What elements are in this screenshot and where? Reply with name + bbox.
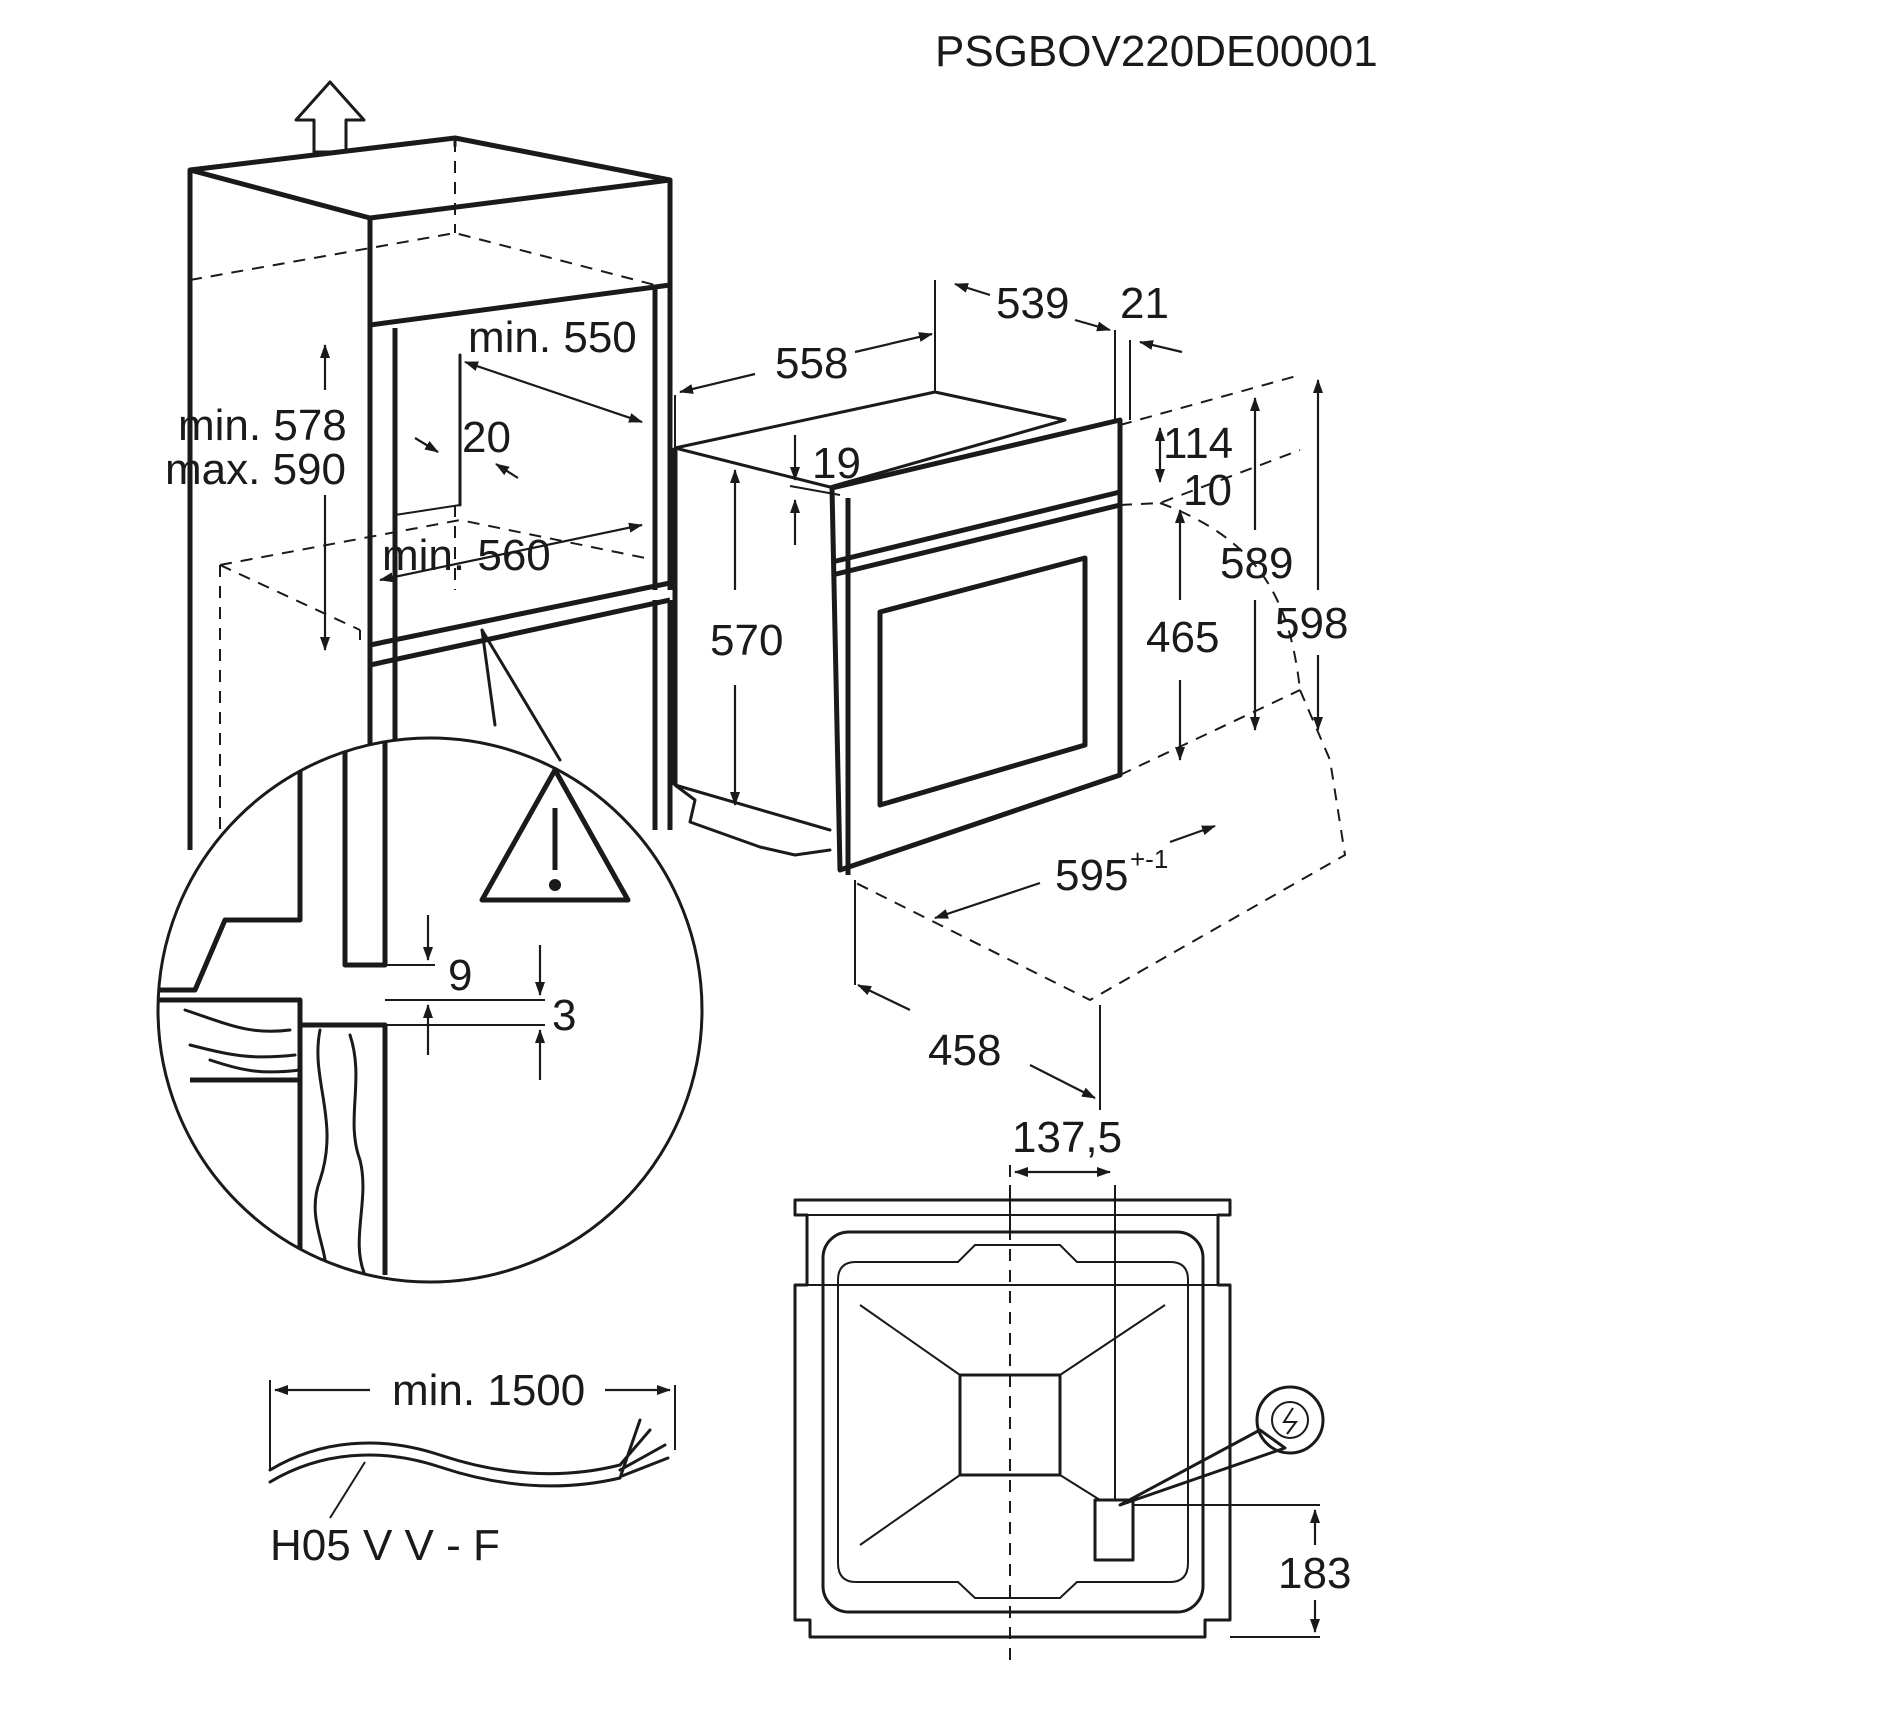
- oven-door-height-label: 465: [1146, 613, 1219, 662]
- oven-width-tolerance-label: +-1: [1130, 844, 1168, 874]
- cabinet-depth-label: min. 550: [468, 313, 637, 362]
- cable-icon: [268, 1441, 622, 1476]
- oven-total-height-label: 598: [1275, 599, 1348, 648]
- cabinet-height-min-label: min. 578: [178, 401, 347, 450]
- electric-hazard-icon: [1255, 1385, 1325, 1455]
- detail-circle: 9 3: [156, 736, 704, 1284]
- cabinet-width-label: min. 560: [382, 531, 551, 580]
- oven-top-gap-label: 19: [812, 439, 861, 488]
- oven-width-label: 595: [1055, 851, 1128, 900]
- cable-length-label: min. 1500: [392, 1366, 585, 1415]
- electrical-connection-box: [1093, 1498, 1135, 1562]
- oven-side-depth-label: 458: [928, 1026, 1001, 1075]
- warning-triangle-icon: [479, 767, 631, 903]
- lift-up-arrow-icon: [294, 80, 366, 154]
- oven-panel-label: 114: [1163, 419, 1233, 468]
- rear-height-label: 183: [1278, 1549, 1351, 1598]
- cable-type-label: H05 V V - F: [270, 1521, 500, 1570]
- detail-step-label: 9: [448, 951, 472, 1000]
- oven-panel-gap-label: 10: [1183, 466, 1232, 515]
- rear-view-drawing: 137,5 183: [793, 1113, 1351, 1660]
- model-code: PSGBOV220DE00001: [935, 27, 1378, 76]
- oven-front-thickness-label: 21: [1120, 279, 1169, 328]
- oven-body-depth-label: 539: [996, 279, 1069, 328]
- cabinet-height-max-label: max. 590: [165, 445, 346, 494]
- oven-front-height-label: 589: [1220, 539, 1293, 588]
- detail-gap-label: 3: [552, 991, 576, 1040]
- cable-drawing: min. 1500 H05 V V - F: [268, 1366, 676, 1570]
- cabinet-drawing: min. 550 min. 578 max. 590 20 min. 560: [165, 80, 673, 850]
- oven-depth-label: 558: [775, 339, 848, 388]
- rear-offset-label: 137,5: [1012, 1113, 1122, 1162]
- cabinet-gap-label: 20: [462, 413, 511, 462]
- oven-drawing: 558 539 21 19 570 114 10 465 589 598 595…: [672, 279, 1348, 1110]
- oven-body-height-label: 570: [710, 616, 783, 665]
